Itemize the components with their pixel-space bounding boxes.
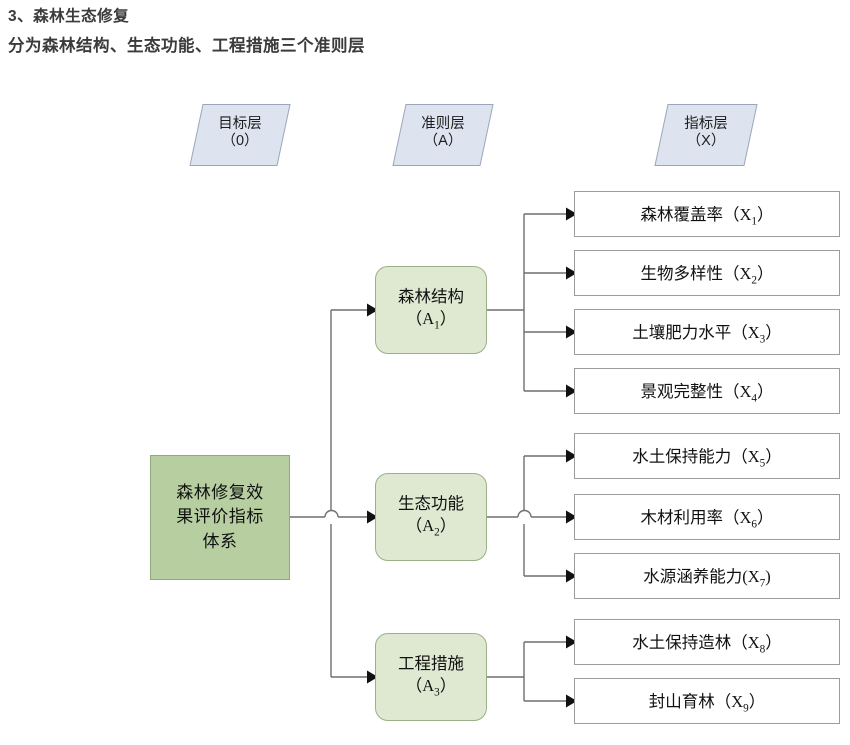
- goal-line-1: 森林修复效: [176, 482, 264, 502]
- goal-line-2: 果评价指标: [176, 507, 264, 527]
- indicator-layer-header-title: 指标层: [684, 116, 728, 132]
- indicator-box-x9[interactable]: [574, 678, 840, 724]
- criterion-layer-header-title: 准则层: [421, 116, 465, 132]
- indicator-label-x6: 木材利用率（X6）: [640, 507, 774, 531]
- indicator-label-x8: 水土保持造林（X8）: [632, 632, 782, 656]
- indicator-box-x3[interactable]: [574, 309, 840, 355]
- criterion-layer-header-label: 准则层 （A）: [399, 116, 487, 150]
- goal-layer-header-label: 目标层 （0）: [196, 116, 284, 150]
- indicator-label-x1: 森林覆盖率（X1）: [640, 204, 774, 228]
- criterion-a1-name: 森林结构: [398, 287, 464, 307]
- criterion-label-a3: 工程措施 （A3）: [375, 633, 487, 721]
- criterion-layer-header-code: （A）: [423, 133, 463, 150]
- indicator-box-x2[interactable]: [574, 250, 840, 296]
- goal-box-label: 森林修复效 果评价指标 体系: [150, 455, 290, 580]
- criterion-a2-code: （A2）: [405, 516, 457, 539]
- criterion-box-a2[interactable]: [375, 473, 487, 561]
- criterion-a3-code: （A3）: [405, 676, 457, 699]
- indicator-label-x4: 景观完整性（X4）: [640, 381, 774, 405]
- indicator-box-x4[interactable]: [574, 368, 840, 414]
- criterion-a3-name: 工程措施: [398, 654, 464, 674]
- indicator-box-x5[interactable]: [574, 433, 840, 479]
- criterion-box-a1[interactable]: [375, 266, 487, 354]
- criterion-a1-code: （A1）: [405, 309, 457, 332]
- wire-goal-hop: [324, 509, 339, 518]
- criterion-label-a2: 生态功能 （A2）: [375, 473, 487, 561]
- goal-layer-header-code: （0）: [221, 133, 259, 150]
- indicator-layer-header-code: （X）: [686, 133, 726, 150]
- indicator-box-x7[interactable]: [574, 553, 840, 599]
- goal-line-3: 体系: [202, 531, 238, 551]
- wire-a2-hop: [517, 509, 532, 518]
- indicator-label-x9: 封山育林（X9）: [648, 691, 766, 715]
- indicator-box-x8[interactable]: [574, 619, 840, 665]
- indicator-box-x6[interactable]: [574, 494, 840, 540]
- criterion-label-a1: 森林结构 （A1）: [375, 266, 487, 354]
- page-title: 3、森林生态修复: [8, 8, 130, 25]
- indicator-box-x1[interactable]: [574, 191, 840, 237]
- indicator-label-x5: 水土保持能力（X5）: [632, 446, 782, 470]
- criterion-box-a3[interactable]: [375, 633, 487, 721]
- indicator-label-x7: 水源涵养能力(X7): [643, 566, 771, 590]
- indicator-layer-header-label: 指标层 （X）: [661, 116, 751, 150]
- indicator-label-x2: 生物多样性（X2）: [640, 263, 774, 287]
- goal-layer-header-title: 目标层: [218, 116, 262, 132]
- goal-box[interactable]: [150, 455, 290, 580]
- indicator-label-x3: 土壤肥力水平（X3）: [632, 322, 782, 346]
- criterion-a2-name: 生态功能: [398, 494, 464, 514]
- page-subtitle: 分为森林结构、生态功能、工程措施三个准则层: [8, 37, 365, 55]
